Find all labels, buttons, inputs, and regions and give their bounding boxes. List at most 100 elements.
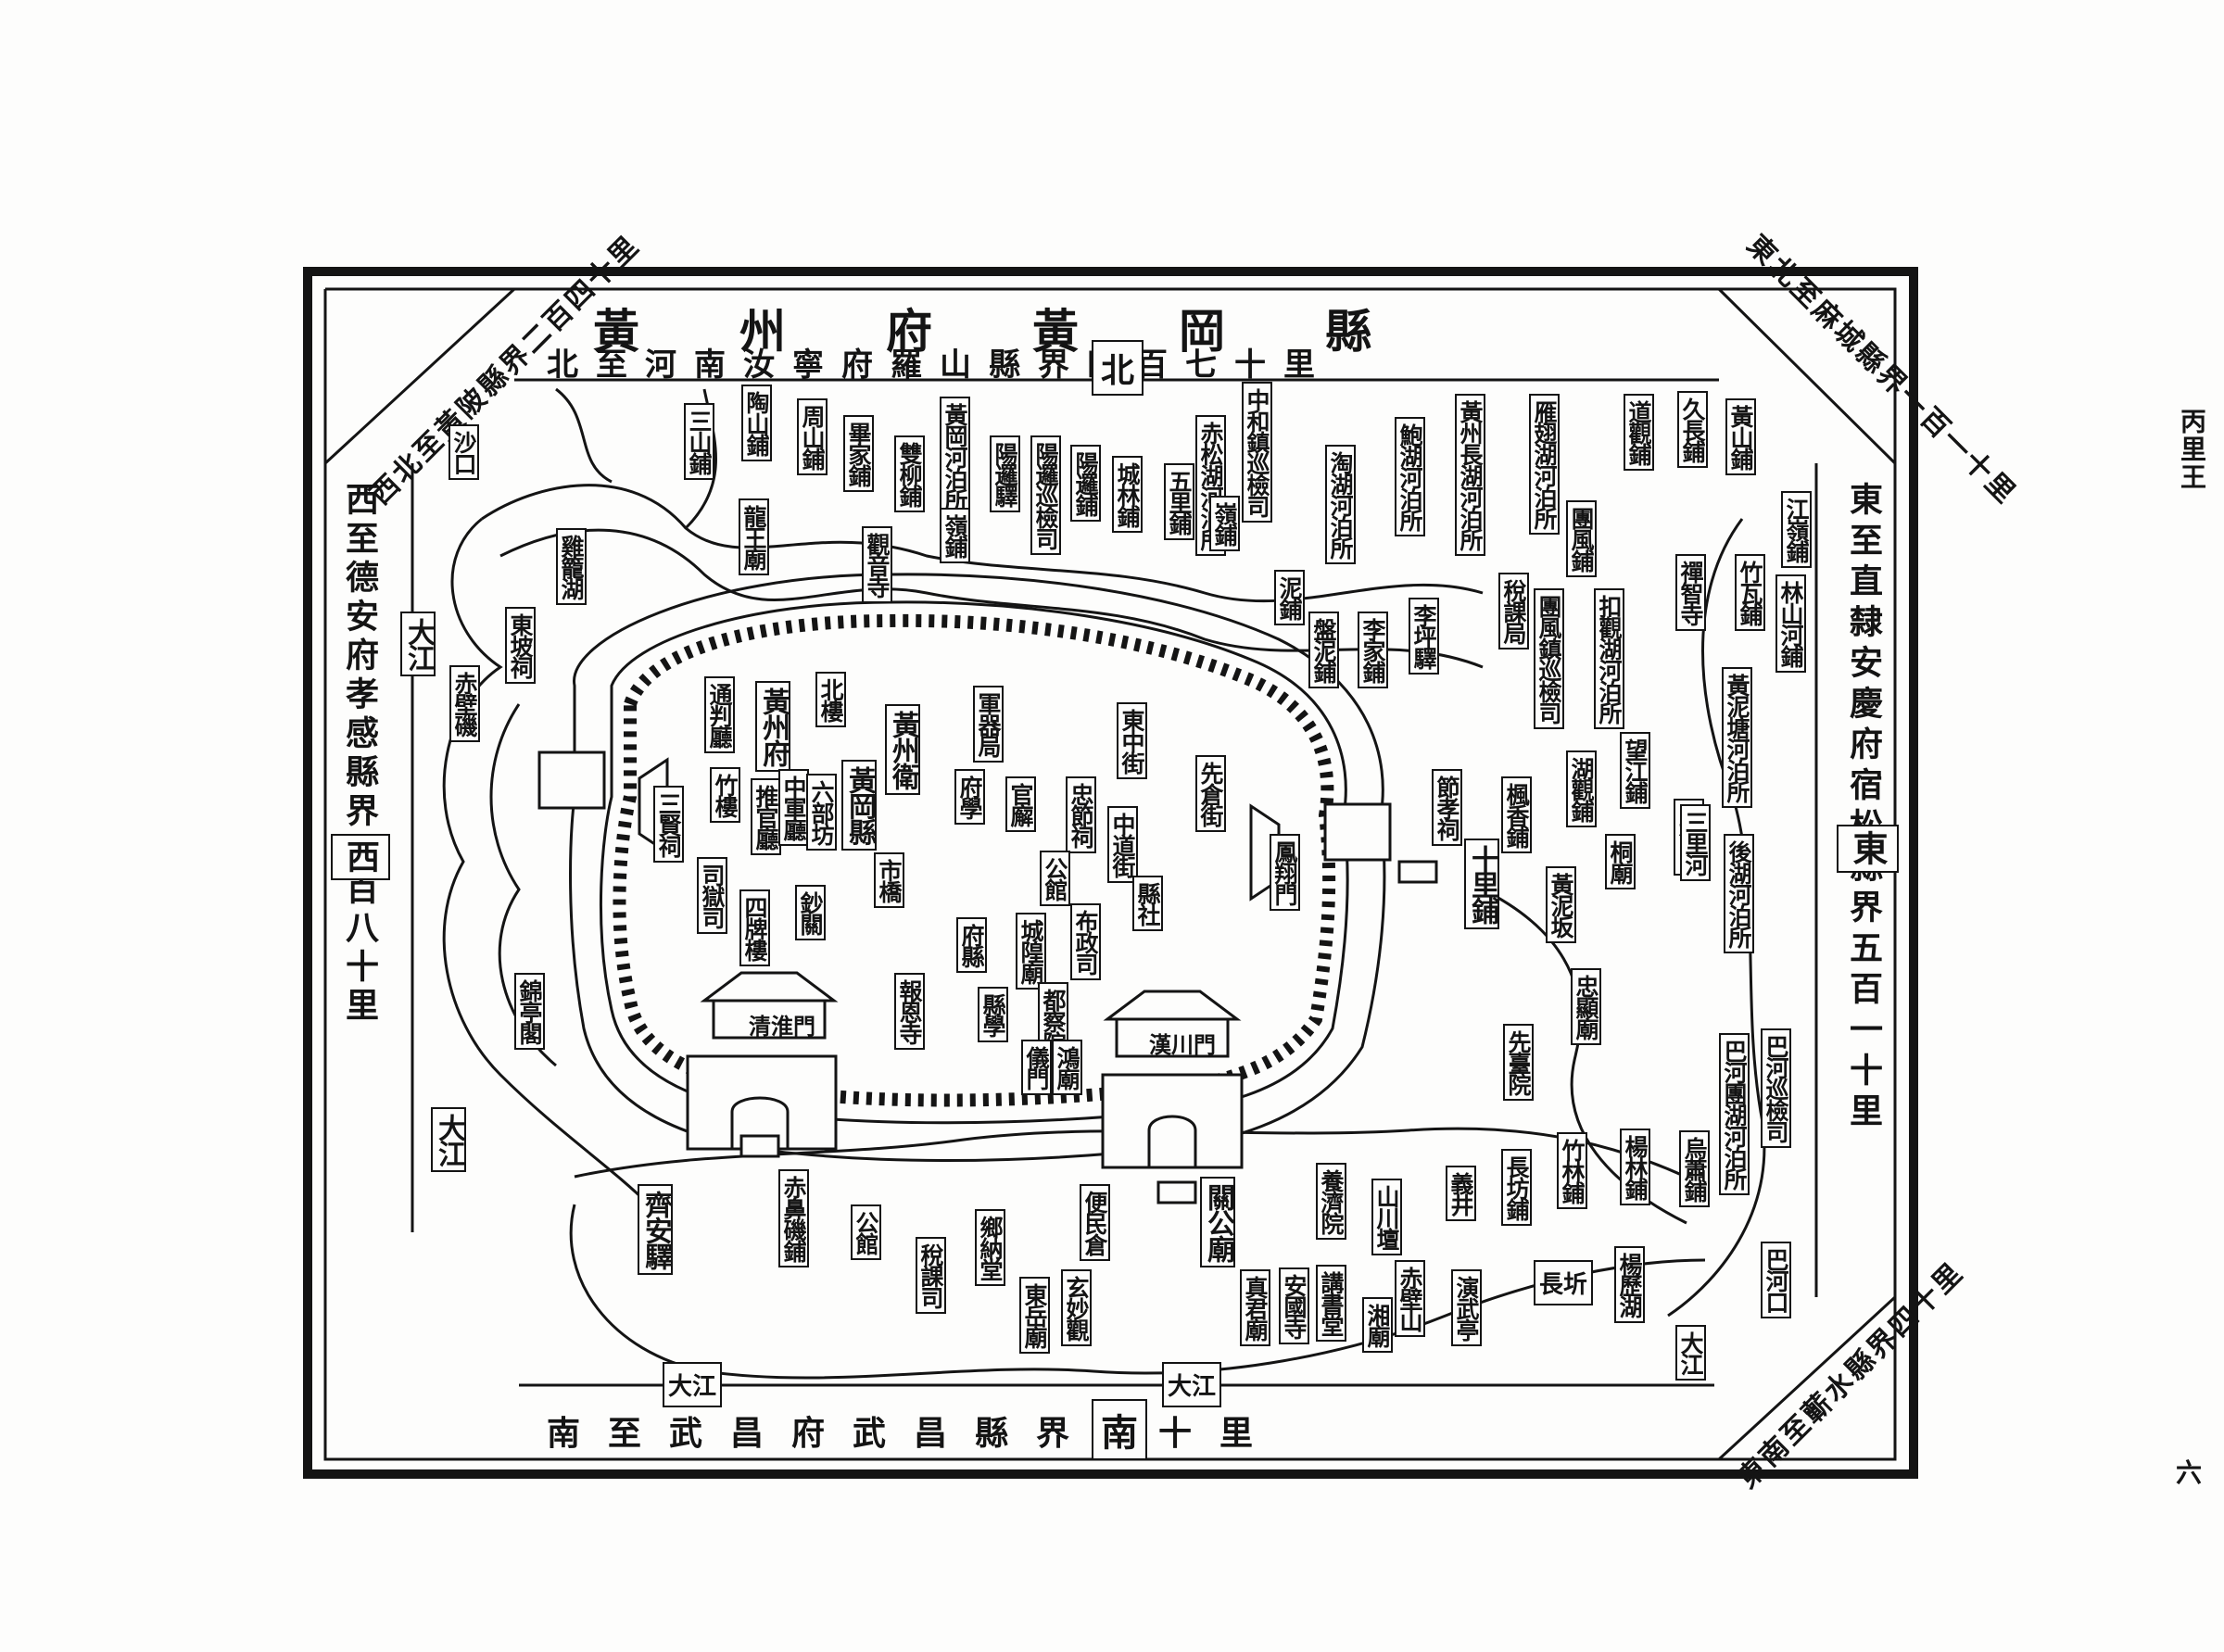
place-jiangling-pu: 江嶺鋪 <box>1781 491 1812 568</box>
place-chaoguan: 鈔關 <box>795 885 826 940</box>
place-kouguan-hebo: 扣觀湖河泊所 <box>1594 588 1624 729</box>
place-huanggang-hebo: 黃岡河泊所 <box>940 397 970 516</box>
east-direction-mark: 東 <box>1837 825 1899 873</box>
place-guanyin-si: 觀音寺 <box>862 526 892 603</box>
place-lingfeng-pu-2: 嶺鋪 <box>940 508 970 563</box>
west-boundary-text: 西至德安府孝感縣界二百八十里 <box>340 482 379 1027</box>
place-sipai-lou: 四牌樓 <box>739 889 770 966</box>
place-xiantai-yuan: 先臺院 <box>1503 1024 1534 1101</box>
west-direction-mark: 西 <box>331 834 390 880</box>
south-boundary-text: 南至武昌府武昌縣界一十里 <box>547 1414 1282 1453</box>
place-huanggang-xian: 黃岡縣 <box>841 760 877 851</box>
place-sanxian-ci: 三賢祠 <box>653 786 684 863</box>
outer-frame <box>303 267 1918 1479</box>
place-zhulin-pu: 竹林鋪 <box>1557 1132 1587 1209</box>
north-boundary-text: 北至河南汝寧府羅山縣界四百七十里 <box>547 347 1333 384</box>
place-xundao-si: 官廨 <box>1005 776 1036 832</box>
place-gongguan-south: 公館 <box>851 1204 881 1260</box>
south-gate-east-arch <box>1147 1115 1197 1167</box>
river-label-dajiang-west: 大江 <box>400 612 436 676</box>
place-chibi-shan: 赤壁山 <box>1395 1260 1425 1337</box>
place-yijing: 義井 <box>1446 1166 1476 1221</box>
south-gate-east <box>1101 1073 1244 1169</box>
place-hanchuan-men: 漢川門 <box>1149 1031 1216 1058</box>
inner-frame <box>323 287 1897 1461</box>
place-huguan-pu: 湖觀鋪 <box>1566 750 1597 827</box>
place-guangong-miao: 關公廟 <box>1200 1177 1235 1267</box>
place-bijia-pu: 畢家鋪 <box>843 415 874 492</box>
place-shuike-si: 稅課司 <box>916 1237 946 1314</box>
margin-note-right-bottom: 六 <box>2176 1457 2203 1488</box>
gate-tower-east <box>1103 990 1242 1058</box>
place-linshan-he-pu: 林山河鋪 <box>1775 574 1806 673</box>
place-jiangshu-tang: 講書堂 <box>1316 1265 1346 1342</box>
place-houhu-hebo: 後湖河泊所 <box>1724 834 1754 953</box>
place-tuanfeng-pu: 團風鋪 <box>1566 500 1597 577</box>
bridge-3 <box>1397 860 1438 884</box>
place-fengxiang-pu: 楓香鋪 <box>1501 776 1532 853</box>
place-yangluo-yi: 陽邏驛 <box>990 435 1020 512</box>
place-dongyue-miao: 東岳廟 <box>1019 1277 1050 1354</box>
place-shakou: 沙口 <box>449 424 479 480</box>
place-jiuchang-pu: 久長鋪 <box>1677 391 1708 468</box>
map-title: 黃州府黃岡縣 <box>593 304 1472 359</box>
place-lingfeng-pu: 嶺鋪 <box>1209 496 1240 551</box>
place-tiqing-gong: 儀門 <box>1021 1040 1052 1095</box>
place-buzheng-si-fenshu: 縣社 <box>1132 876 1163 931</box>
place-bahe-tuanhu-hebo: 巴河團湖河泊所 <box>1719 1033 1750 1195</box>
place-changfang-pu: 長坊鋪 <box>1501 1149 1532 1226</box>
river-bank-south-2 <box>569 1204 1706 1380</box>
place-shuike-ju: 稅課局 <box>1498 573 1529 649</box>
place-dongzhong-jie: 東中街 <box>1117 702 1147 779</box>
place-siyu-si: 司獄司 <box>697 857 727 934</box>
se-diagonal <box>1717 1295 1897 1461</box>
place-longwang-miao: 龍王廟 <box>739 498 769 575</box>
place-fuxue: 府學 <box>954 769 985 825</box>
place-tong-miao: 桐廟 <box>1605 834 1636 889</box>
place-xian-jiang: 湘廟 <box>1362 1297 1393 1353</box>
place-yangji-yuan: 養濟院 <box>1316 1163 1346 1240</box>
river-label-dajiang-south-1: 大江 <box>663 1362 723 1407</box>
place-changhu-hebo: 黃州長湖河泊所 <box>1455 394 1485 556</box>
gate-tower-west <box>700 971 839 1040</box>
place-qinghuai-men: 清淮門 <box>749 1013 815 1040</box>
place-baohu-hebo: 鮑湖河泊所 <box>1395 417 1425 536</box>
west-gate-bastion <box>537 750 606 810</box>
south-gate-west-arch <box>730 1096 790 1149</box>
river-label-dajiang-southeast: 大江 <box>1675 1325 1706 1381</box>
place-wuxiao-pu: 烏蕭鋪 <box>1679 1130 1710 1207</box>
place-shuangliu-pu: 五里鋪 <box>1164 463 1194 540</box>
place-bianmin-cang: 便民倉 <box>1080 1184 1110 1261</box>
place-zhenjun-miao: 真君廟 <box>1240 1269 1270 1346</box>
place-fuya: 府縣 <box>956 917 987 973</box>
place-yanwu-ting: 演武亭 <box>1451 1269 1482 1346</box>
place-huangni-tang-hebo: 黃泥塘河泊所 <box>1722 667 1752 808</box>
place-zhongjie-ci: 忠節祠 <box>1066 776 1096 853</box>
place-chibi-ji: 赤壁磯 <box>449 665 480 742</box>
place-yangli-hu: 楊歷湖 <box>1614 1246 1645 1323</box>
place-yangluo-pu: 陽邏鋪 <box>1070 445 1101 522</box>
place-bahe-xunjian: 巴河巡檢司 <box>1761 1028 1791 1148</box>
place-chenghuang-miao: 城隍廟 <box>1016 913 1046 990</box>
place-zhoushan-pu: 周山鋪 <box>797 398 828 475</box>
place-xiancang-jie: 先倉街 <box>1195 755 1226 832</box>
place-zhongjun-ting: 中軍廳 <box>778 769 809 846</box>
place-beilou: 北樓 <box>815 672 846 727</box>
place-baoen-si: 報恩寺 <box>894 973 925 1050</box>
place-xiqiu-pu: 禪智寺 <box>1675 554 1706 631</box>
place-panni-pu: 盤泥鋪 <box>1308 612 1339 688</box>
place-wangjiang-pu: 望江鋪 <box>1620 732 1650 809</box>
place-chibi-ji-pu: 赤鼻磯鋪 <box>778 1169 809 1267</box>
place-qian-yi: 齊安驛 <box>638 1184 673 1275</box>
place-junqi-ju: 軍器局 <box>973 686 1004 763</box>
city-wall-outer <box>599 600 1349 1125</box>
place-zhulou: 竹樓 <box>710 767 740 823</box>
place-liubu-fang: 六部坊 <box>806 774 837 851</box>
place-jilong-hu: 雞籠湖 <box>556 528 587 605</box>
place-zhonghe-xunjian: 中和鎮巡檢司 <box>1242 382 1272 523</box>
south-direction-mark: 南 <box>1092 1399 1147 1460</box>
place-dongpo-ci: 東坡祠 <box>505 607 536 684</box>
place-taohu-hebo: 淘湖河泊所 <box>1325 445 1356 564</box>
place-liping-yi: 李坪驛 <box>1409 598 1439 675</box>
place-jinting-ge: 錦亭閣 <box>514 973 545 1050</box>
